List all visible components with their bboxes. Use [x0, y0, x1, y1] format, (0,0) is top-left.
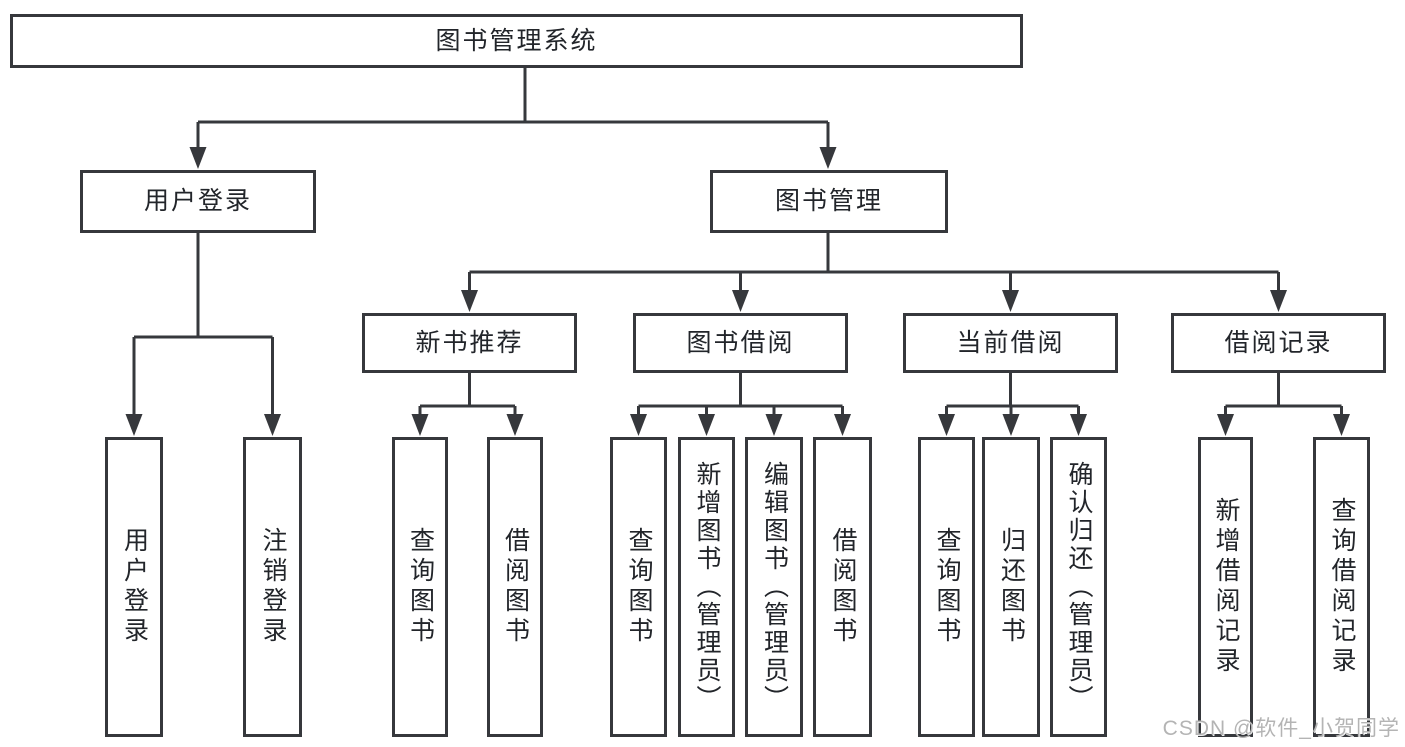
leaf-borrow-books-recommend-label: 借阅图书	[501, 527, 530, 647]
leaf-user-login-label: 用户登录	[120, 527, 149, 647]
leaf-logout-label: 注销登录	[259, 527, 287, 647]
leaf-query-books-current-label: 查询图书	[933, 527, 961, 647]
leaf-confirm-return-admin: 确认归还（管理员）	[1050, 437, 1107, 737]
leaf-query-borrow-record: 查询借阅记录	[1313, 437, 1370, 737]
leaf-logout: 注销登录	[243, 437, 302, 737]
leaf-confirm-return-admin-label: 确认归还（管理员）	[1065, 461, 1093, 713]
leaf-return-book: 归还图书	[982, 437, 1040, 737]
node-user-login: 用户登录	[80, 170, 316, 233]
csdn-watermark: CSDN @软件_小贺同学	[1162, 717, 1400, 740]
node-book-borrow: 图书借阅	[633, 313, 848, 373]
leaf-add-book-admin-label: 新增图书（管理员）	[693, 461, 721, 713]
node-current-borrow: 当前借阅	[903, 313, 1118, 373]
leaf-borrow-books: 借阅图书	[813, 437, 872, 737]
leaf-add-borrow-record: 新增借阅记录	[1198, 437, 1253, 737]
node-book-borrow-label: 图书借阅	[686, 328, 795, 357]
node-root-label: 图书管理系统	[435, 26, 598, 55]
leaf-borrow-books-recommend: 借阅图书	[487, 437, 543, 737]
leaf-edit-book-admin: 编辑图书（管理员）	[745, 437, 803, 737]
node-book-management: 图书管理	[710, 170, 948, 233]
leaf-query-books-borrow: 查询图书	[610, 437, 667, 737]
node-root: 图书管理系统	[10, 14, 1023, 68]
leaf-query-books-recommend: 查询图书	[392, 437, 448, 737]
node-user-login-label: 用户登录	[143, 187, 252, 215]
leaf-add-borrow-record-label: 新增借阅记录	[1212, 497, 1240, 677]
leaf-borrow-books-label: 借阅图书	[829, 527, 857, 647]
leaf-query-borrow-record-label: 查询借阅记录	[1328, 497, 1356, 677]
node-current-borrow-label: 当前借阅	[956, 328, 1065, 357]
leaf-query-books-borrow-label: 查询图书	[625, 527, 653, 647]
node-borrow-records: 借阅记录	[1171, 313, 1386, 373]
leaf-return-book-label: 归还图书	[997, 527, 1026, 647]
leaf-query-books-recommend-label: 查询图书	[406, 527, 435, 647]
leaf-query-books-current: 查询图书	[918, 437, 975, 737]
node-borrow-records-label: 借阅记录	[1224, 328, 1333, 357]
node-book-management-label: 图书管理	[774, 187, 883, 215]
leaf-add-book-admin: 新增图书（管理员）	[678, 437, 735, 737]
leaf-user-login: 用户登录	[105, 437, 163, 737]
node-new-book-recommend: 新书推荐	[362, 313, 577, 373]
node-new-book-recommend-label: 新书推荐	[415, 328, 524, 357]
leaf-edit-book-admin-label: 编辑图书（管理员）	[760, 461, 789, 713]
